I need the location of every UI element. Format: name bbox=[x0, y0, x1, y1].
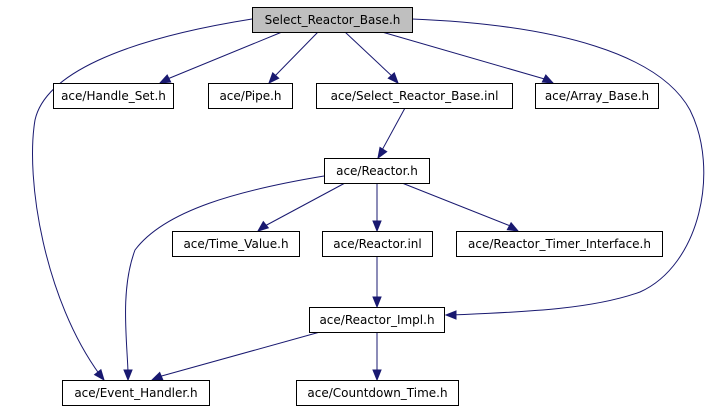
edge-line bbox=[164, 31, 283, 81]
node-label: Select_Reactor_Base.h bbox=[265, 13, 401, 27]
edge-line bbox=[262, 182, 346, 228]
node-box bbox=[62, 380, 210, 406]
node-label: ace/Reactor_Impl.h bbox=[319, 313, 434, 327]
arrowhead-icon bbox=[158, 74, 172, 84]
node-label: ace/Countdown_Time.h bbox=[307, 386, 447, 400]
edge-reactor-inl-to-reactor-impl bbox=[372, 256, 382, 309]
node-pipe[interactable]: ace/Pipe.h bbox=[208, 83, 293, 109]
node-reactor-h[interactable]: ace/Reactor.h bbox=[324, 158, 430, 184]
node-event-handler[interactable]: ace/Event_Handler.h bbox=[62, 380, 210, 406]
edge-root-to-select-inl bbox=[344, 31, 399, 85]
edge-reactor-h-to-event-handler bbox=[123, 175, 325, 382]
node-box bbox=[208, 83, 293, 109]
edge-line bbox=[401, 182, 514, 228]
edges-layer bbox=[32, 18, 705, 382]
node-label: ace/Array_Base.h bbox=[545, 89, 649, 103]
edge-root-to-array-base bbox=[381, 31, 555, 84]
node-label: ace/Reactor.h bbox=[336, 164, 418, 178]
edge-root-to-pipe bbox=[268, 31, 319, 85]
node-box bbox=[172, 231, 300, 257]
node-label: ace/Event_Handler.h bbox=[74, 386, 197, 400]
edge-line bbox=[380, 107, 406, 153]
edge-line bbox=[381, 31, 549, 81]
node-box bbox=[324, 158, 430, 184]
node-label: ace/Reactor_Timer_Interface.h bbox=[468, 237, 651, 251]
node-box bbox=[252, 7, 413, 33]
edge-reactor-h-to-timer-interface bbox=[401, 182, 520, 232]
node-countdown[interactable]: ace/Countdown_Time.h bbox=[296, 380, 459, 406]
node-box bbox=[535, 83, 659, 109]
edge-reactor-h-to-time-value bbox=[256, 182, 346, 232]
node-label: ace/Handle_Set.h bbox=[61, 89, 166, 103]
arrowhead-icon bbox=[150, 371, 164, 381]
arrowhead-icon bbox=[387, 72, 399, 85]
node-handle-set[interactable]: ace/Handle_Set.h bbox=[53, 83, 174, 109]
edge-root-to-event-handler bbox=[32, 18, 253, 382]
arrowhead-icon bbox=[256, 220, 270, 232]
node-timer-interface[interactable]: ace/Reactor_Timer_Interface.h bbox=[456, 231, 663, 257]
edge-select-inl-to-reactor-h bbox=[377, 107, 406, 160]
node-box bbox=[316, 83, 513, 109]
edge-line bbox=[125, 175, 325, 373]
edge-reactor-impl-to-event-handler bbox=[150, 331, 321, 381]
arrowhead-icon bbox=[506, 221, 520, 232]
edge-reactor-impl-to-countdown bbox=[372, 332, 382, 382]
edge-root-to-reactor-impl bbox=[411, 18, 705, 320]
node-time-value[interactable]: ace/Time_Value.h bbox=[172, 231, 300, 257]
node-box bbox=[456, 231, 663, 257]
arrowhead-icon bbox=[541, 74, 555, 84]
edge-reactor-h-to-reactor-inl bbox=[372, 183, 382, 233]
node-array-base[interactable]: ace/Array_Base.h bbox=[535, 83, 659, 109]
node-reactor-inl[interactable]: ace/Reactor.inl bbox=[322, 231, 433, 257]
arrowhead-icon bbox=[444, 310, 457, 320]
arrowhead-icon bbox=[372, 220, 382, 233]
edge-line bbox=[272, 31, 319, 79]
node-box bbox=[296, 380, 459, 406]
node-label: ace/Time_Value.h bbox=[183, 237, 288, 251]
arrowhead-icon bbox=[268, 72, 280, 85]
edge-root-to-handle-set bbox=[158, 31, 283, 84]
node-box bbox=[53, 83, 174, 109]
node-box bbox=[322, 231, 433, 257]
node-label: ace/Pipe.h bbox=[219, 89, 281, 103]
arrowhead-icon bbox=[123, 369, 133, 382]
arrowhead-icon bbox=[372, 369, 382, 382]
edge-line bbox=[32, 18, 253, 376]
edge-line bbox=[411, 18, 705, 316]
node-label: ace/Reactor.inl bbox=[333, 237, 421, 251]
node-reactor-impl[interactable]: ace/Reactor_Impl.h bbox=[309, 307, 445, 333]
node-select-inl[interactable]: ace/Select_Reactor_Base.inl bbox=[316, 83, 513, 109]
edge-line bbox=[344, 31, 395, 79]
arrowhead-icon bbox=[377, 146, 388, 160]
node-label: ace/Select_Reactor_Base.inl bbox=[331, 89, 499, 103]
edge-line bbox=[157, 331, 321, 378]
arrowhead-icon bbox=[372, 296, 382, 309]
node-root: Select_Reactor_Base.h bbox=[252, 7, 413, 33]
arrowhead-icon bbox=[93, 368, 105, 382]
node-box bbox=[309, 307, 445, 333]
